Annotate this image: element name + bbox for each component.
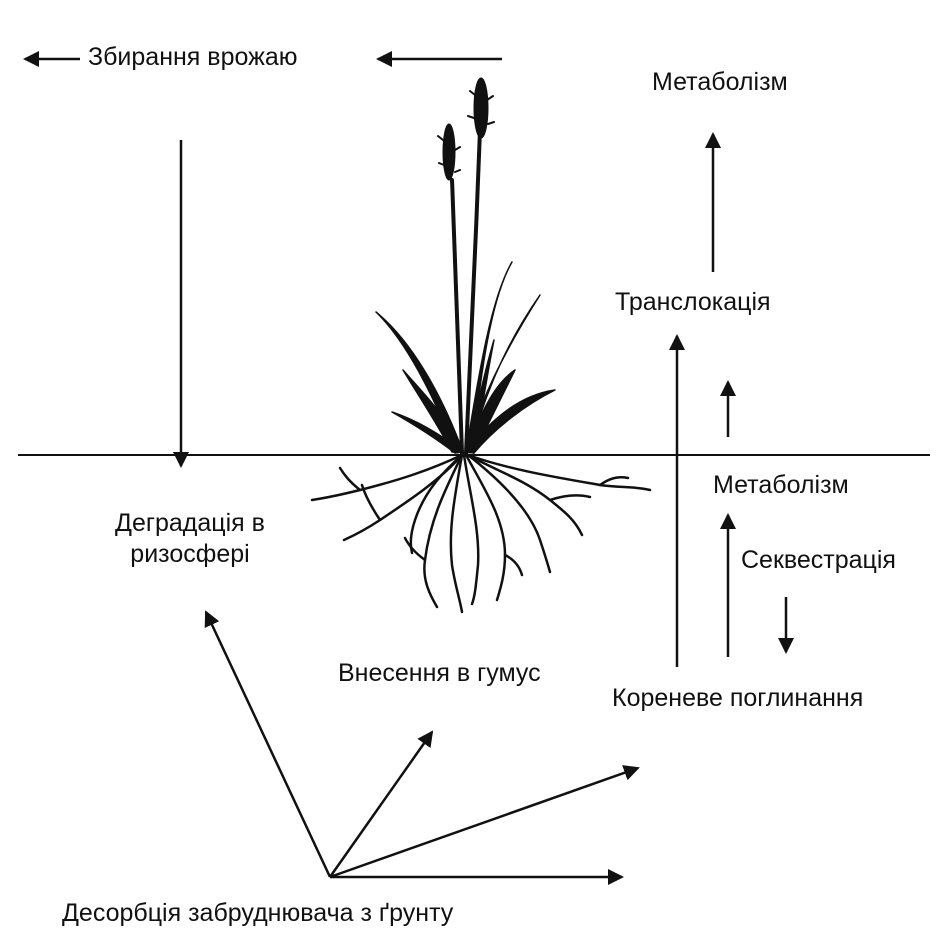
root-uptake-label: Кореневе поглинання (612, 683, 863, 714)
harvest-label: Збирання врожаю (88, 42, 297, 73)
sequestration-label: Секвестрація (741, 545, 896, 576)
desorption-arrow-to-humus (330, 732, 432, 877)
rhizosphere-degradation-label: Деградація в ризосфері (95, 508, 285, 571)
rhizosphere-degradation-line-1: Деградація в (95, 508, 285, 539)
desorption-arrow-to-rhizosphere (206, 612, 330, 877)
humus-label: Внесення в гумус (338, 658, 541, 689)
rhizosphere-degradation-line-2: ризосфері (95, 539, 285, 570)
desorption-arrow-to-root-uptake (330, 768, 638, 877)
translocation-label: Транслокація (615, 287, 771, 318)
metabolism-root-label: Метаболізм (713, 470, 849, 501)
metabolism-top-label: Метаболізм (652, 67, 788, 98)
desorption-label: Десорбція забруднювача з ґрунту (62, 898, 453, 929)
grass-plant-icon (312, 78, 650, 612)
